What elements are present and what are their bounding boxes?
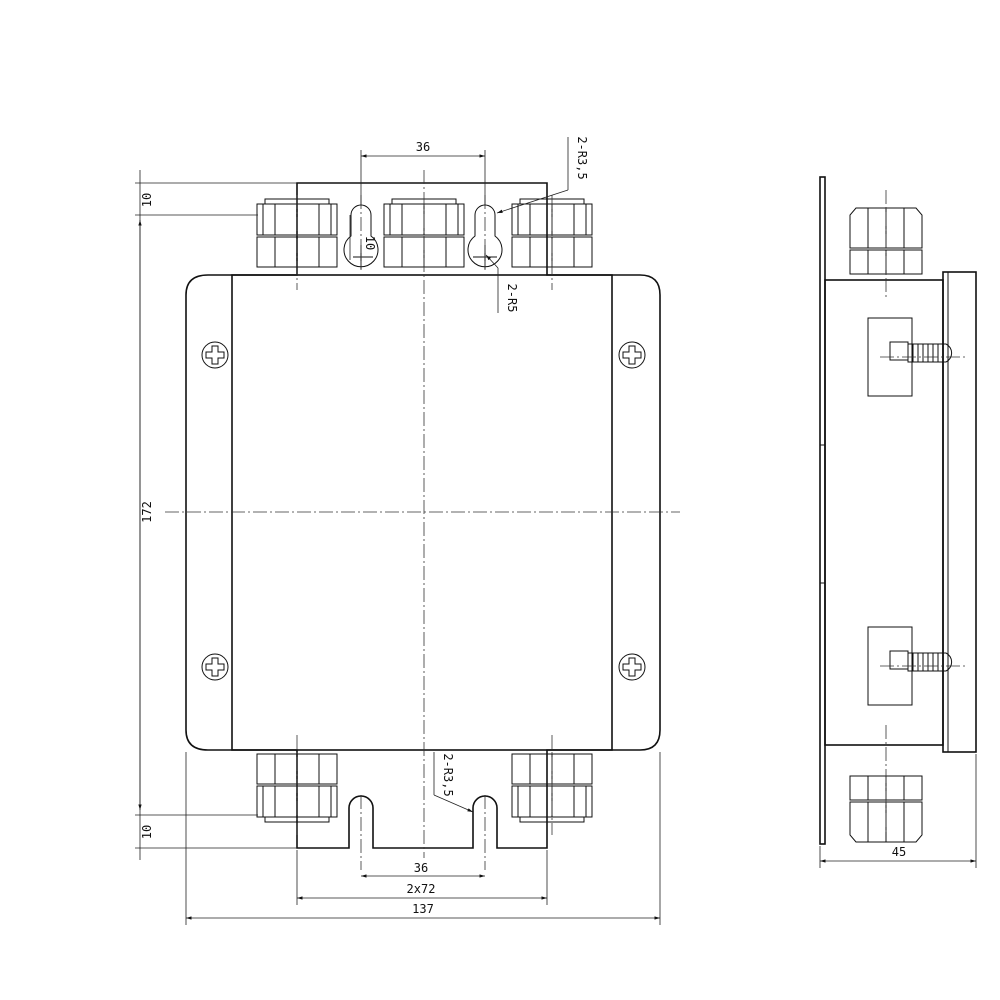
side-view: 45: [819, 176, 977, 868]
dim-slot-height: 10: [363, 236, 377, 250]
dim-bottom-offset: 10: [140, 825, 154, 839]
note-top-radius: 2-R3,5: [575, 136, 589, 179]
base-plate-outline: [185, 182, 661, 849]
dim-depth: 45: [892, 845, 906, 859]
dim-bottom-slot-spacing: 36: [414, 861, 428, 875]
front-view: 10 172 10 36 10 2-R3,5 2-R5 2-R3,5 36: [135, 136, 680, 925]
note-keyhole-radius: 2-R5: [505, 284, 519, 313]
side-lid: [942, 271, 977, 753]
screw-icon: [618, 653, 646, 681]
dim-top-offset: 10: [140, 193, 154, 207]
dim-gland-spacing: 2x72: [407, 882, 436, 896]
screw-icon: [201, 653, 229, 681]
enclosure-body: [231, 274, 613, 751]
keyhole-slot-right: [467, 204, 503, 268]
screw-icon: [618, 341, 646, 369]
keyhole-slot-left: [343, 204, 379, 268]
dim-height: 172: [140, 501, 154, 523]
dim-top-slot-spacing: 36: [416, 140, 430, 154]
note-bottom-radius: 2-R3,5: [441, 753, 455, 796]
screw-icon: [201, 341, 229, 369]
dim-width: 137: [412, 902, 434, 916]
side-body: [824, 279, 944, 746]
